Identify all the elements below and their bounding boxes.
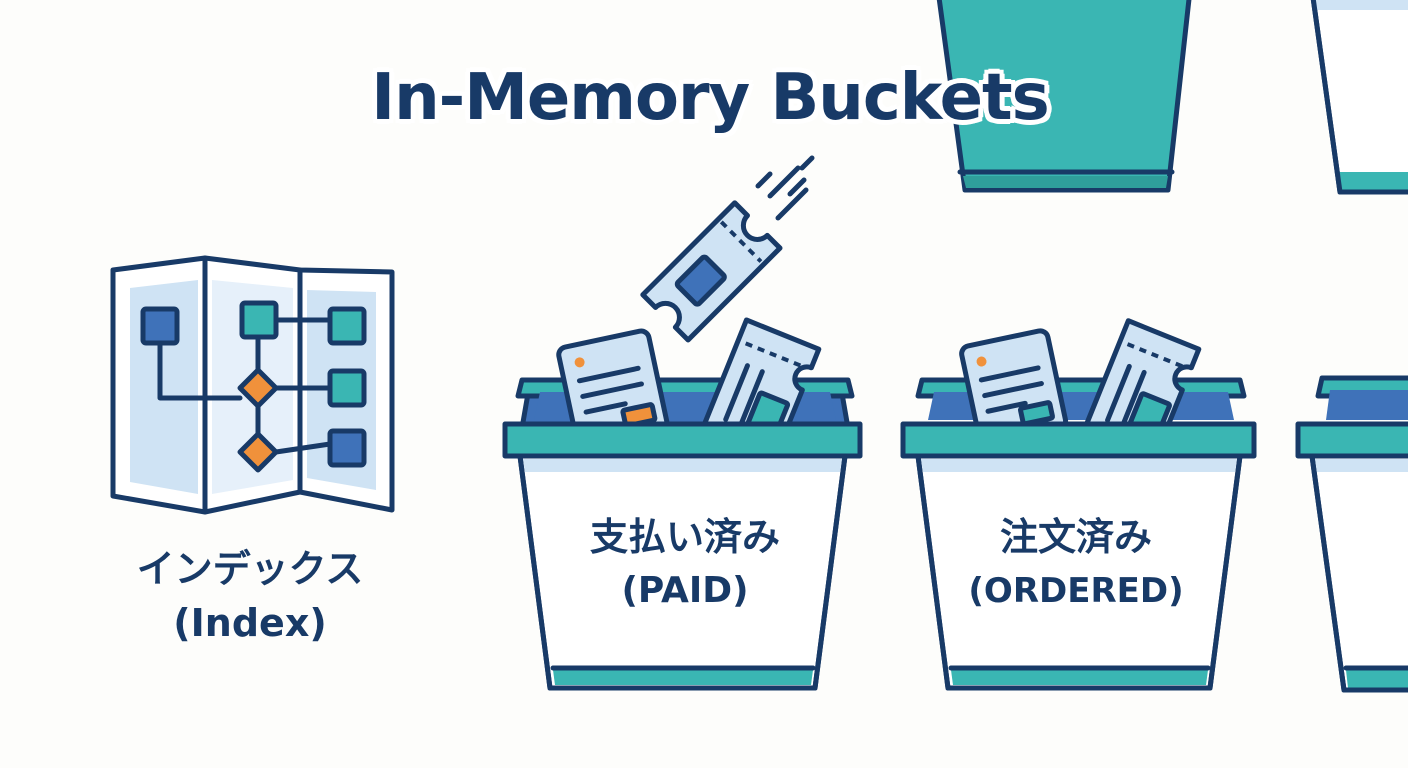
ordered-bucket-label-en: (ORDERED)	[968, 571, 1184, 611]
index-map-icon	[110, 255, 395, 515]
right-bucket-icon	[1295, 375, 1408, 693]
paid-bucket-label-ja: 支払い済み	[589, 515, 780, 559]
top-bucket-icon	[936, 0, 1192, 193]
ordered-bucket-icon	[900, 318, 1257, 691]
top-right-bucket-icon	[1310, 0, 1408, 195]
falling-ticket-icon	[640, 155, 815, 343]
index-label-en: (Index)	[173, 601, 327, 645]
paid-bucket-label-en: (PAID)	[621, 570, 749, 611]
ordered-bucket-label-ja: 注文済み	[999, 515, 1152, 559]
paid-bucket-icon	[502, 317, 863, 691]
diagram-title: In-Memory Buckets	[371, 61, 1049, 135]
index-label-ja: インデックス	[136, 547, 364, 591]
